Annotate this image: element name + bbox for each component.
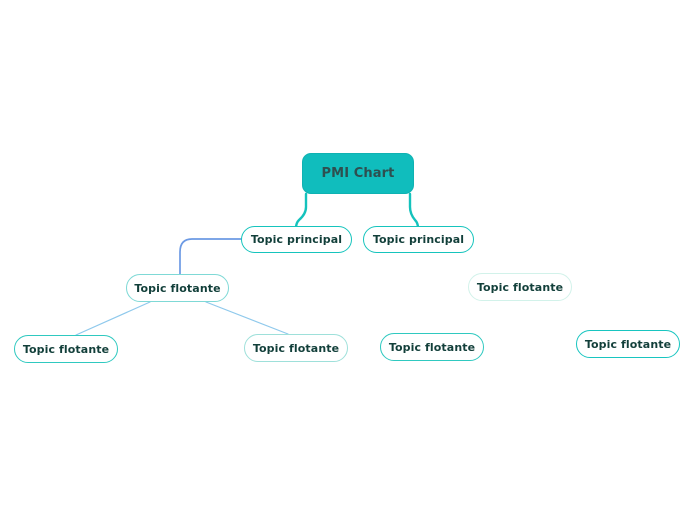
node-label: Topic flotante [476, 280, 564, 294]
node-label: Topic principal [372, 233, 465, 246]
edge-main-left-to-float-mid[interactable] [179, 238, 242, 275]
mindmap-node-main-left[interactable]: Topic principal [241, 226, 352, 253]
edge-float-mid-to-bottom-left[interactable] [75, 301, 151, 336]
mindmap-node-root[interactable]: PMI Chart [302, 153, 414, 194]
node-label: Topic flotante [134, 281, 221, 295]
node-label: Topic flotante [584, 337, 672, 351]
node-label: Topic principal [250, 233, 343, 246]
mindmap-node-float-right-upper[interactable]: Topic flotante [468, 273, 572, 301]
mindmap-node-main-right[interactable]: Topic principal [363, 226, 474, 253]
edge-root-to-main-right[interactable] [408, 192, 420, 230]
node-label: Topic flotante [388, 340, 476, 354]
edge-float-mid-to-bottom-center[interactable] [205, 301, 289, 335]
node-label: PMI Chart [321, 166, 395, 181]
mindmap-node-float-mid[interactable]: Topic flotante [126, 274, 229, 302]
node-label: Topic flotante [22, 342, 110, 356]
edge-root-to-main-left[interactable] [294, 192, 308, 230]
node-label: Topic flotante [252, 341, 340, 355]
mindmap-node-float-bottom-center[interactable]: Topic flotante [244, 334, 348, 362]
mindmap-node-float-right-far[interactable]: Topic flotante [576, 330, 680, 358]
mindmap-node-float-bottom-left[interactable]: Topic flotante [14, 335, 118, 363]
mindmap-node-float-right-mid[interactable]: Topic flotante [380, 333, 484, 361]
